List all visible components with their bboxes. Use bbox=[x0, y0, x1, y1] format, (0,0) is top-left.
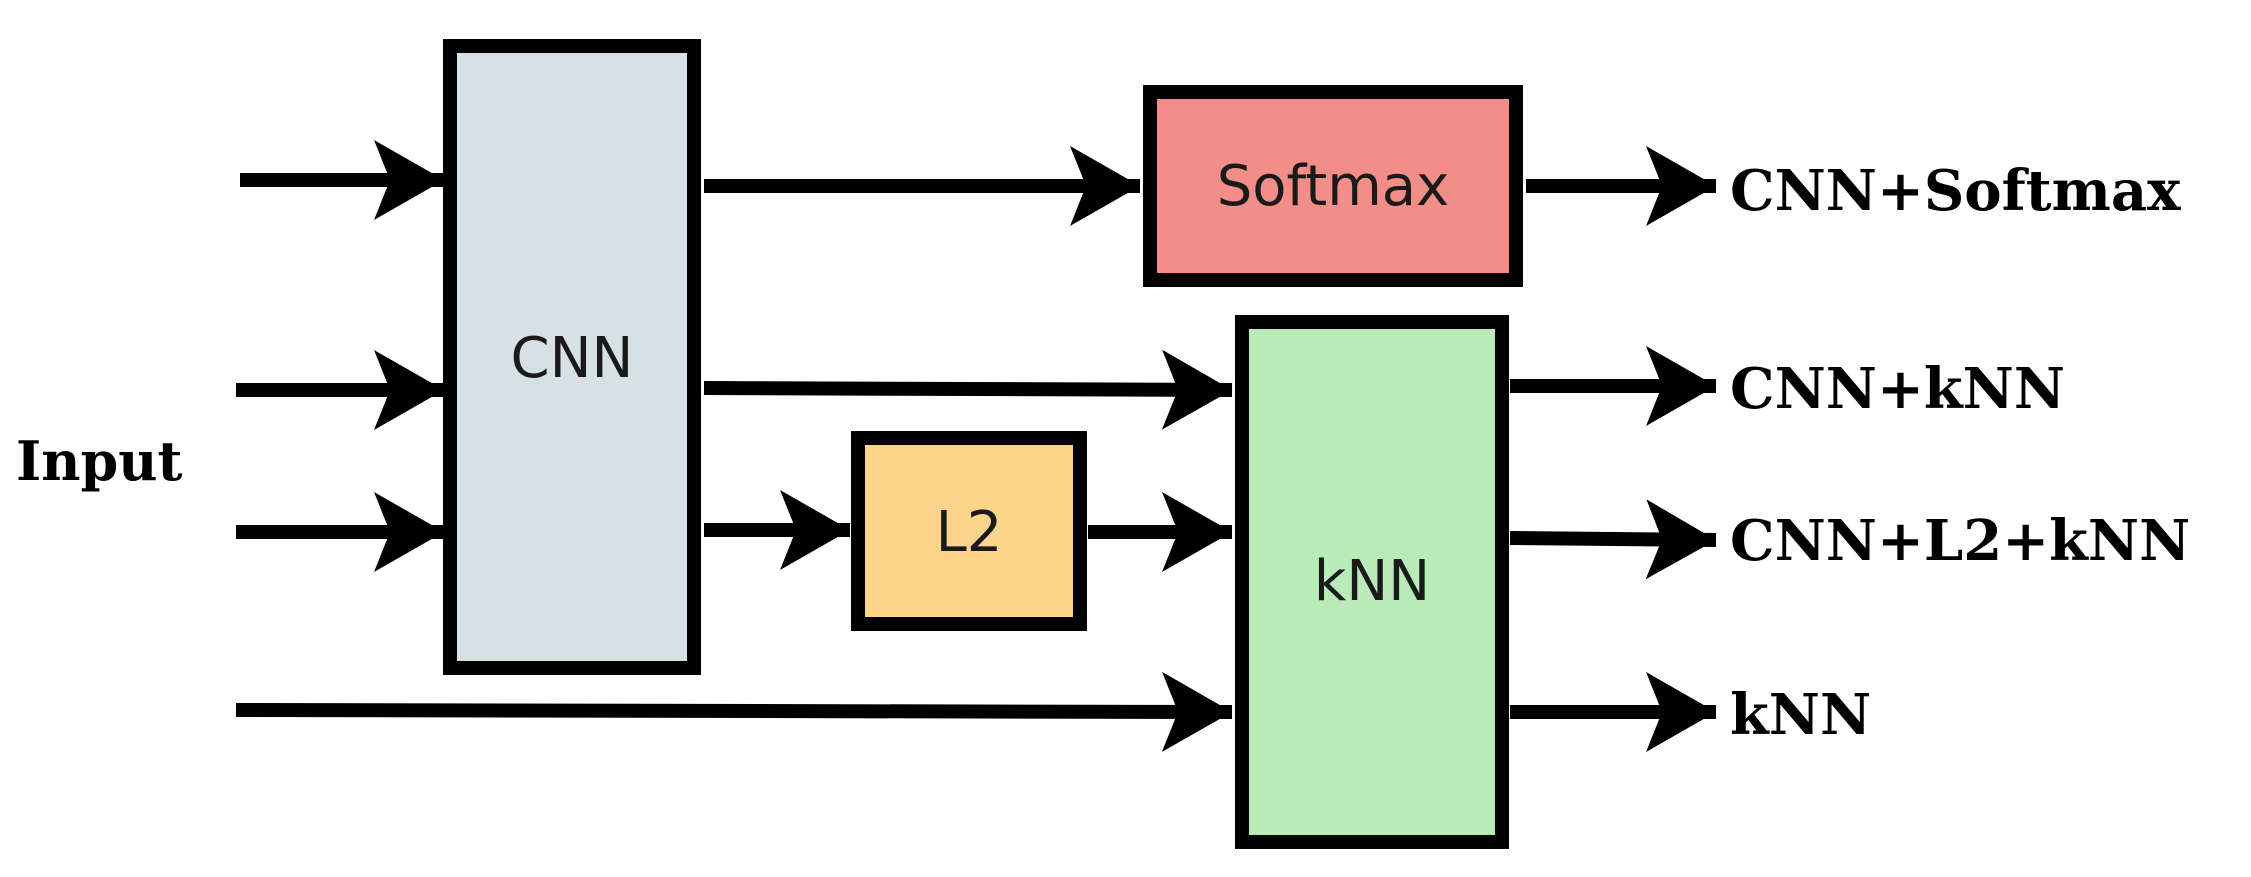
knn-label: kNN bbox=[1314, 549, 1430, 614]
softmax-label: Softmax bbox=[1217, 154, 1450, 219]
cnn-box bbox=[443, 39, 701, 675]
output-label-knn: kNN bbox=[1730, 682, 1871, 748]
output-label-cnn-softmax: CNN+Softmax bbox=[1730, 158, 2181, 224]
l2-box bbox=[851, 431, 1087, 631]
cnn-to-knn-arrow bbox=[703, 349, 1233, 430]
output-label-cnn-knn: CNN+kNN bbox=[1730, 356, 2065, 422]
knn-node: kNN bbox=[1235, 315, 1509, 849]
l2-node: L2 bbox=[851, 431, 1087, 631]
input-arrow-4 bbox=[235, 671, 1233, 752]
knn-box bbox=[1235, 315, 1509, 849]
knn-output-arrow-2 bbox=[1509, 499, 1717, 580]
input-label: Input bbox=[16, 429, 183, 493]
l2-label: L2 bbox=[936, 500, 1003, 565]
output-label-cnn-l2-knn: CNN+L2+kNN bbox=[1730, 508, 2190, 574]
softmax-box bbox=[1143, 85, 1523, 287]
softmax-node: Softmax bbox=[1143, 85, 1523, 287]
cnn-node: CNN bbox=[443, 39, 701, 675]
cnn-label: CNN bbox=[511, 326, 634, 391]
